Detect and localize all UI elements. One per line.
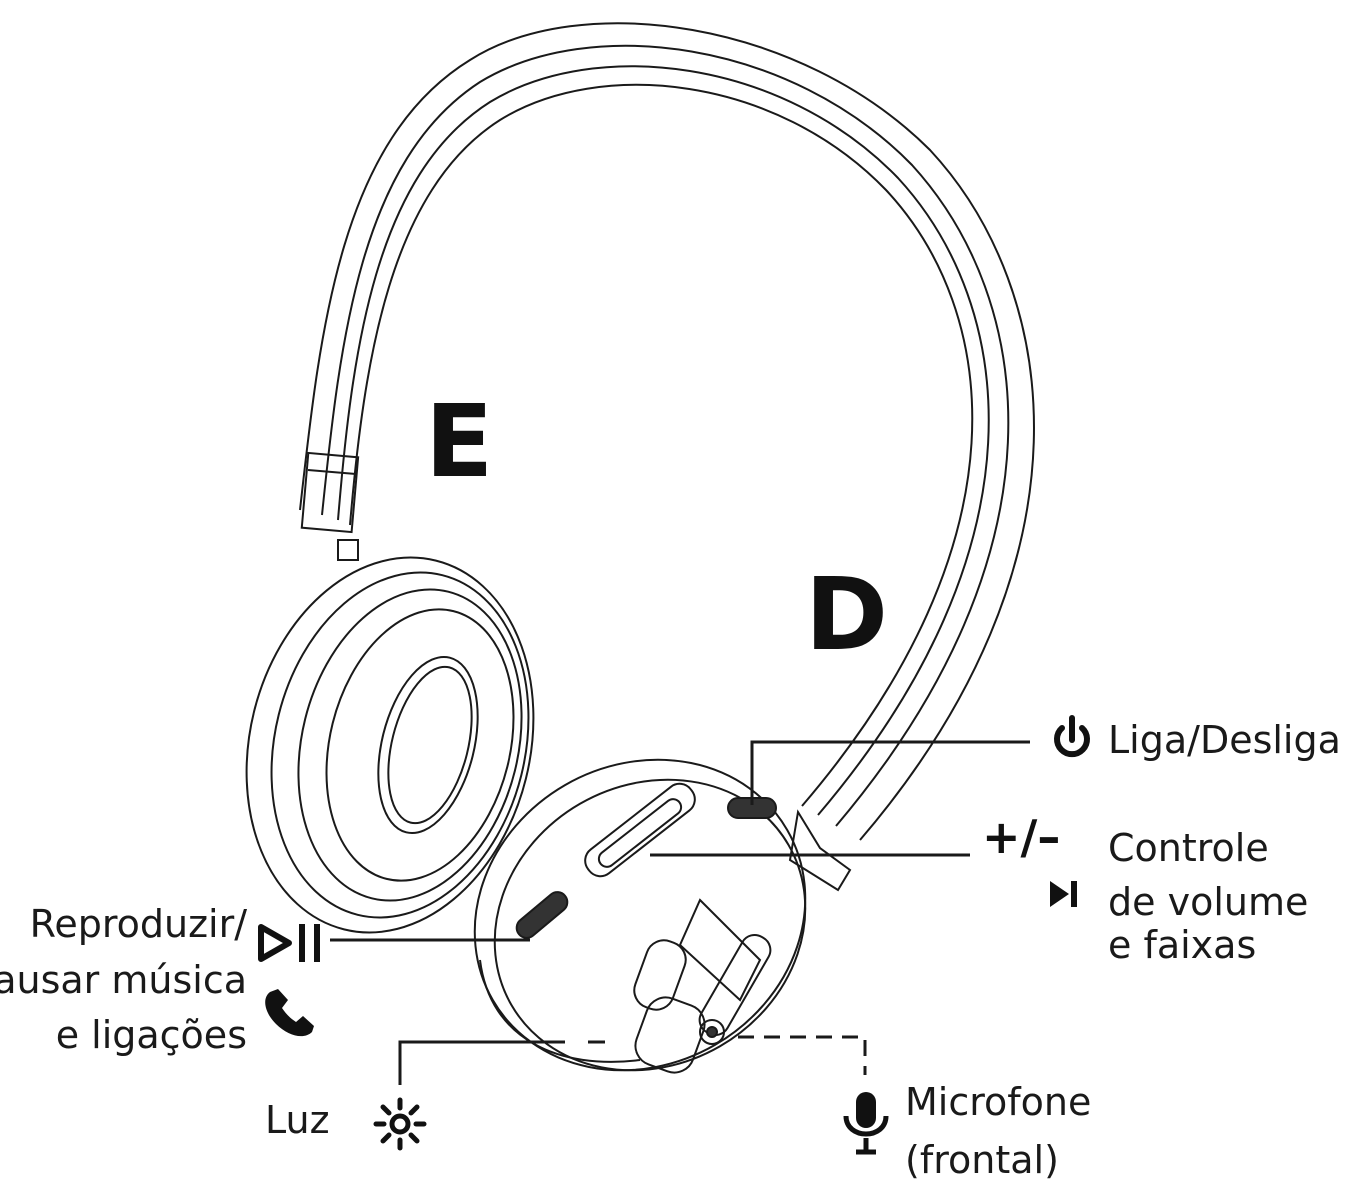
skip-track-icon bbox=[1050, 881, 1077, 907]
power-label: Liga/Desliga bbox=[1108, 718, 1341, 762]
volume-label-line3: e faixas bbox=[1108, 923, 1257, 968]
volume-label-line2: de volume bbox=[1108, 879, 1309, 924]
play-pause-label: Reproduzir/ Pausar música e ligações bbox=[0, 902, 247, 1059]
play-label-line1: Reproduzir/ bbox=[29, 902, 247, 946]
leader-lines bbox=[330, 740, 1030, 1085]
power-icon bbox=[1054, 715, 1090, 758]
microphone-label: Microfone (frontal) bbox=[905, 1080, 1091, 1183]
headband bbox=[299, 22, 1035, 892]
play-label-line3: e ligações bbox=[55, 1013, 247, 1058]
light-leader bbox=[398, 1040, 565, 1085]
microphone-icon bbox=[843, 1092, 889, 1155]
play-label-line2: Pausar música bbox=[0, 957, 247, 1002]
microphone-leader bbox=[738, 1035, 867, 1075]
power-leader bbox=[750, 740, 1030, 805]
play-pause-icon bbox=[258, 924, 320, 962]
volume-label-line1: Controle bbox=[1108, 826, 1269, 870]
mic-label-line2: (frontal) bbox=[905, 1137, 1059, 1182]
left-side-letter: E bbox=[425, 383, 494, 500]
right-side-letter: D bbox=[805, 556, 889, 673]
volume-label: Controle de volume e faixas bbox=[1108, 826, 1308, 969]
light-icon bbox=[373, 1097, 427, 1151]
mic-label-line1: Microfone bbox=[905, 1080, 1092, 1124]
phone-icon bbox=[265, 989, 314, 1037]
right-earcup bbox=[473, 758, 807, 1074]
plus-minus-symbol: +/– bbox=[982, 810, 1060, 864]
plus-minus-icon: +/– bbox=[982, 810, 1060, 864]
light-label: Luz bbox=[265, 1098, 330, 1142]
left-earcup bbox=[245, 556, 535, 934]
